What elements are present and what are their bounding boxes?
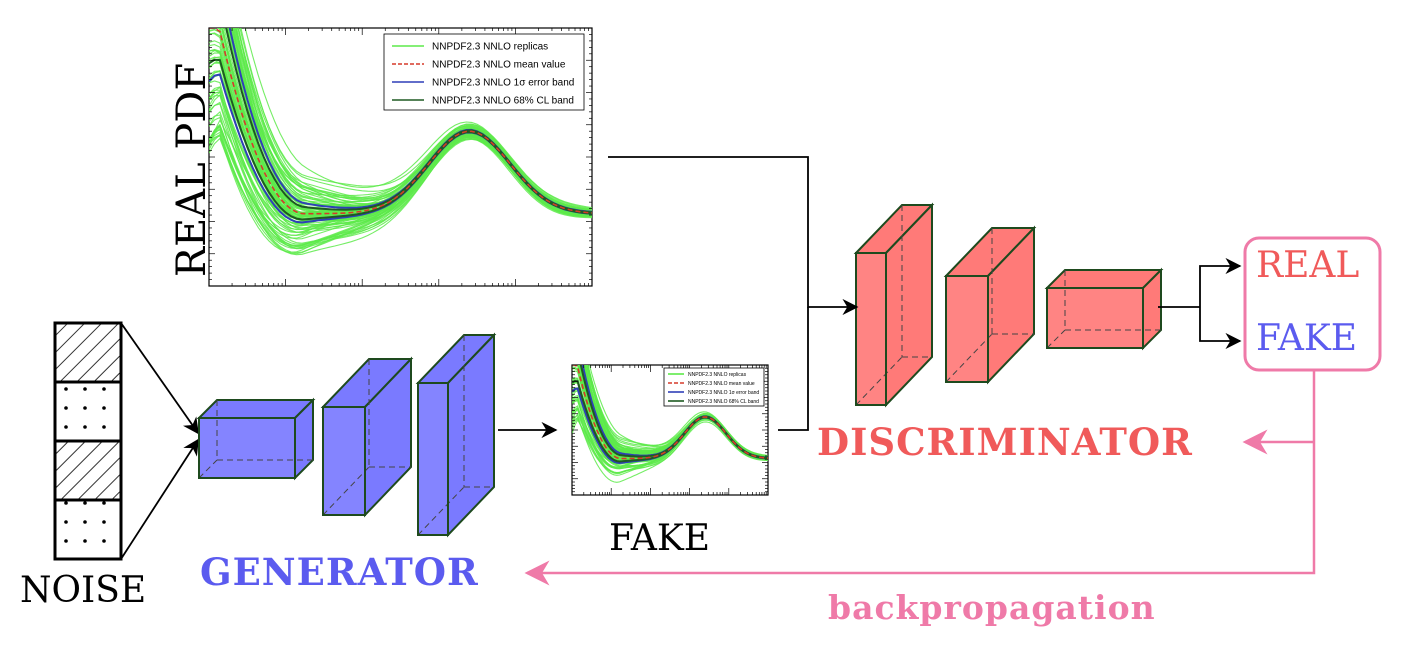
legend-entry: NNPDF2.3 NNLO replicas xyxy=(688,372,747,378)
generator-network xyxy=(196,332,497,538)
real-pdf-ticks xyxy=(208,27,592,287)
to-real-arrow xyxy=(1199,257,1242,307)
legend-entry: NNPDF2.3 NNLO 68% CL band xyxy=(432,96,574,107)
noise-label: NOISE xyxy=(20,570,147,611)
output-real-label: REAL xyxy=(1256,245,1360,286)
legend-entry: NNPDF2.3 NNLO mean value xyxy=(688,381,755,387)
noise-to-generator-arrow xyxy=(120,322,199,435)
legend-entry: NNPDF2.3 NNLO mean value xyxy=(432,60,566,71)
discriminator-layer-3 xyxy=(1044,267,1164,351)
noise-to-generator-arrow xyxy=(120,438,199,560)
legend-entry: NNPDF2.3 NNLO 1σ error band xyxy=(688,390,759,396)
discriminator-layer-1 xyxy=(853,202,935,408)
real-pdf-label: REAL PDF xyxy=(169,62,215,278)
to-fake-arrow xyxy=(1199,307,1242,350)
generator-layer-3 xyxy=(415,332,497,538)
noise-cell-dotted xyxy=(53,380,123,443)
legend-entry: NNPDF2.3 NNLO 1σ error band xyxy=(432,78,574,89)
discriminator-layer-2 xyxy=(943,225,1037,385)
discriminator-label: DISCRIMINATOR xyxy=(817,420,1193,464)
discriminator-network xyxy=(853,202,1164,408)
fake-sample-label: FAKE xyxy=(609,518,711,559)
output-box xyxy=(1243,236,1382,372)
fake-to-discriminator-arrow xyxy=(778,307,809,431)
legend-entry: NNPDF2.3 NNLO 68% CL band xyxy=(688,399,759,405)
backpropagation-label: backpropagation xyxy=(828,588,1156,627)
generator-layer-1 xyxy=(196,397,316,481)
output-fake-label: FAKE xyxy=(1256,318,1358,359)
noise-cell-hatched xyxy=(53,321,123,384)
noise-cell-dotted xyxy=(53,498,123,561)
generator-layer-2 xyxy=(320,356,414,518)
noise-vector xyxy=(53,321,123,561)
generator-label: GENERATOR xyxy=(200,550,479,594)
noise-cell-hatched xyxy=(53,439,123,502)
legend-entry: NNPDF2.3 NNLO replicas xyxy=(432,42,548,53)
fake-pdf-mean-line xyxy=(572,365,768,460)
real-to-discriminator-arrow xyxy=(608,156,859,316)
backprop-to-generator-arrow xyxy=(524,370,1316,586)
real-pdf-mean-line xyxy=(209,28,592,215)
